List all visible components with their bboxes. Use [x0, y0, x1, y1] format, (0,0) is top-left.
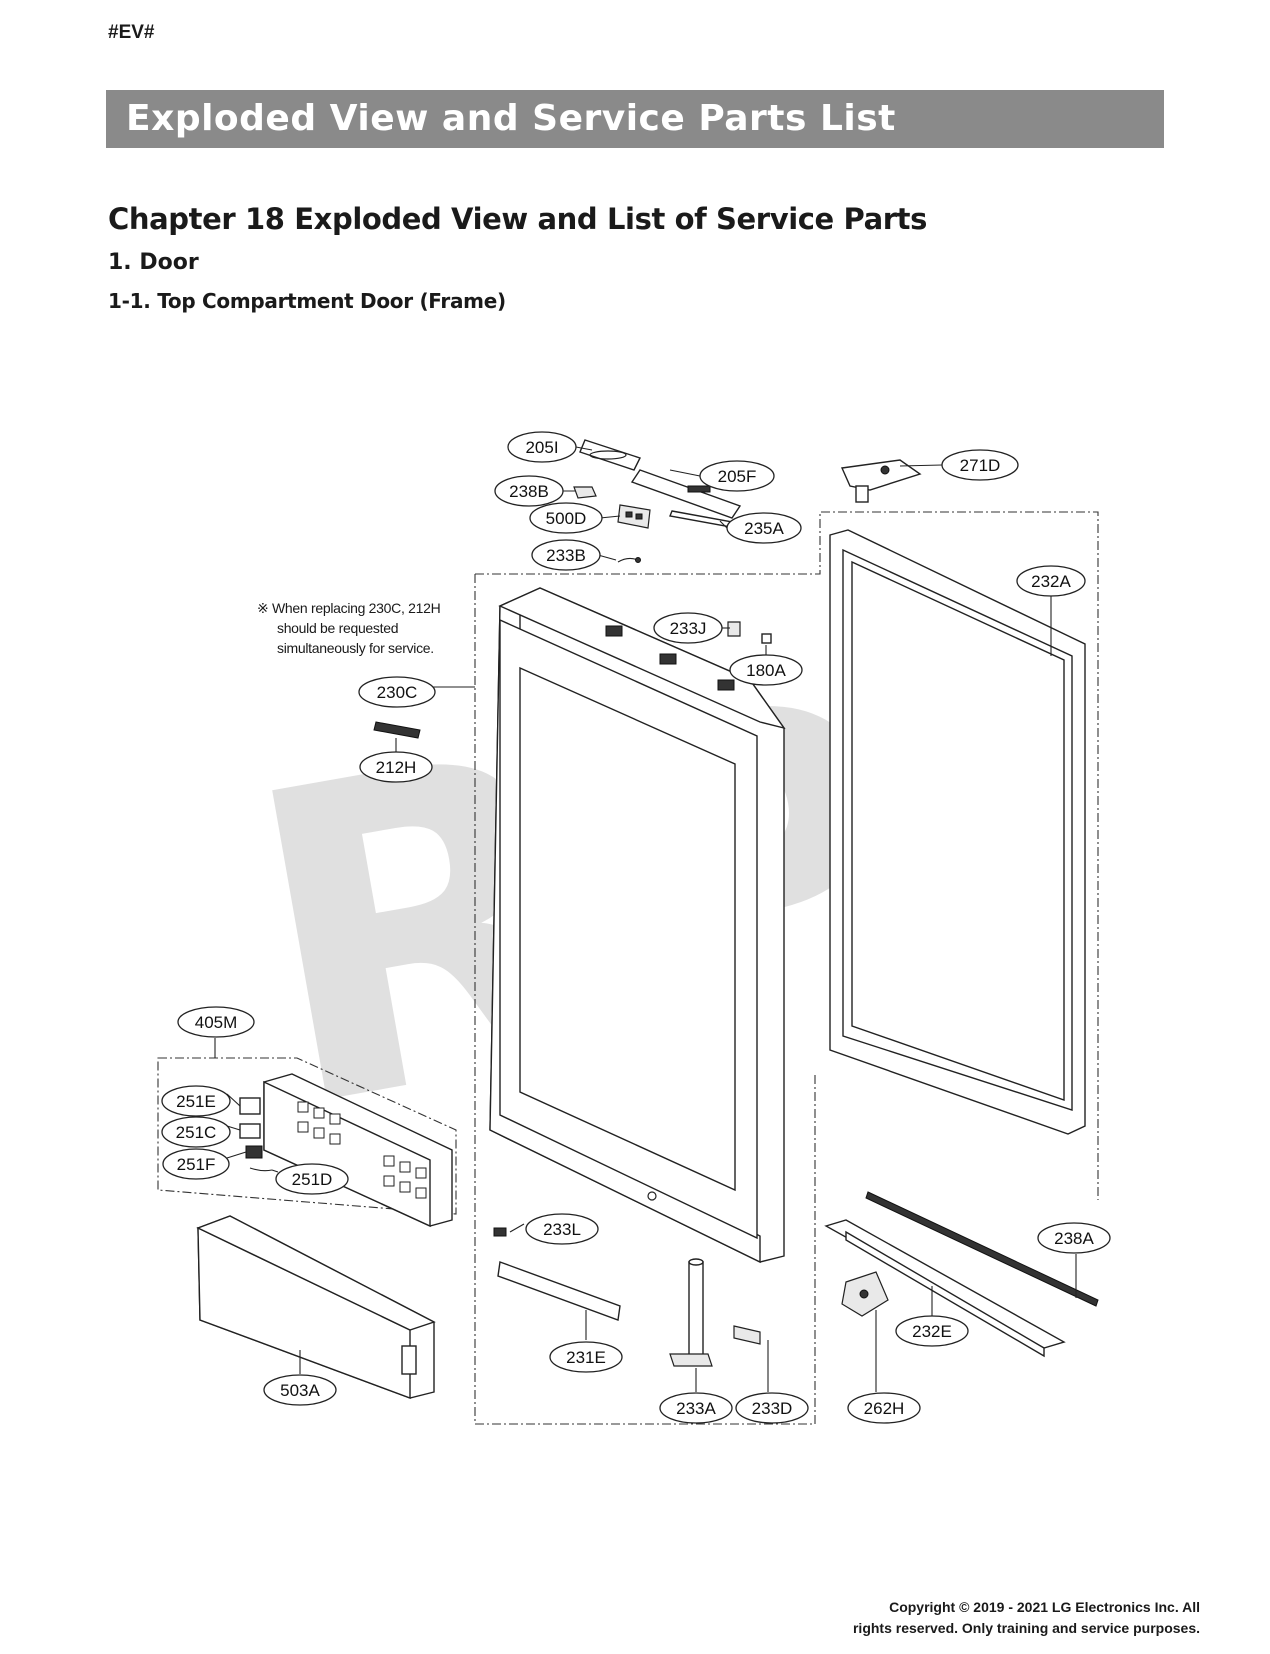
section-heading: 1. Door [108, 250, 199, 275]
callout-405M[interactable]: 405M [177, 1006, 255, 1038]
door-frame-230C [489, 587, 786, 1264]
handle-205F [630, 469, 742, 519]
callout-238A[interactable]: 238A [1037, 1222, 1111, 1254]
svg-text:231E: 231E [566, 1348, 606, 1367]
callout-232E[interactable]: 232E [895, 1315, 969, 1347]
svg-text:205F: 205F [718, 467, 757, 486]
connector-251E [239, 1097, 261, 1115]
callout-233D[interactable]: 233D [735, 1392, 809, 1424]
callout-205I[interactable]: 205I [507, 431, 577, 463]
door-assembly-boundary [475, 511, 1099, 1200]
callout-233A[interactable]: 233A [659, 1392, 733, 1424]
magnet-180A [761, 633, 772, 644]
wire-233B [617, 557, 641, 563]
gasket-strip-238A [865, 1191, 1099, 1307]
bracket-233J [727, 621, 741, 637]
copyright-line-2: rights reserved. Only training and servi… [852, 1620, 1200, 1636]
svg-text:233L: 233L [543, 1220, 581, 1239]
housing-503A [196, 1215, 436, 1400]
svg-text:233B: 233B [546, 546, 586, 565]
document-tag: #EV# [108, 22, 155, 43]
svg-text:251C: 251C [176, 1123, 217, 1142]
svg-text:180A: 180A [746, 661, 786, 680]
copyright-notice: Copyright © 2019 - 2021 LG Electronics I… [853, 1597, 1200, 1639]
handle-cover-205I [579, 439, 641, 471]
callout-232A[interactable]: 232A [1016, 565, 1086, 597]
svg-text:212H: 212H [376, 758, 417, 777]
callout-180A[interactable]: 180A [729, 654, 803, 686]
callout-233L[interactable]: 233L [525, 1213, 599, 1245]
svg-text:500D: 500D [546, 509, 587, 528]
sensor-238B [573, 486, 597, 499]
callout-235A[interactable]: 235A [726, 512, 802, 544]
callout-251D[interactable]: 251D [275, 1163, 349, 1195]
service-note-line-1: ※ When replacing 230C, 212H [257, 600, 441, 616]
hinge-271D [840, 459, 922, 503]
clip-233L [493, 1227, 507, 1237]
svg-text:251F: 251F [177, 1155, 216, 1174]
section-banner: Exploded View and Service Parts List [106, 90, 1164, 148]
callout-262H[interactable]: 262H [847, 1392, 921, 1424]
callout-231E[interactable]: 231E [549, 1341, 623, 1373]
wire-251D [249, 1167, 273, 1172]
svg-text:238A: 238A [1054, 1229, 1094, 1248]
service-note-line-3: simultaneously for service. [277, 640, 434, 656]
svg-text:271D: 271D [960, 456, 1001, 475]
svg-text:405M: 405M [195, 1013, 238, 1032]
svg-text:238B: 238B [509, 482, 549, 501]
callout-230C[interactable]: 230C [358, 676, 436, 708]
door-gasket-232A [829, 529, 1086, 1135]
callout-205F[interactable]: 205F [699, 460, 775, 492]
svg-text:232A: 232A [1031, 572, 1071, 591]
callout-238B[interactable]: 238B [494, 475, 564, 507]
banner-title: Exploded View and Service Parts List [126, 98, 896, 139]
connector-251C [239, 1123, 261, 1139]
svg-text:251E: 251E [176, 1092, 216, 1111]
svg-text:230C: 230C [377, 683, 418, 702]
svg-text:232E: 232E [912, 1322, 952, 1341]
callout-233J[interactable]: 233J [653, 612, 723, 644]
svg-text:262H: 262H [864, 1399, 905, 1418]
bracket-233D [733, 1325, 761, 1345]
callout-251E[interactable]: 251E [161, 1085, 231, 1117]
callout-212H[interactable]: 212H [359, 751, 433, 783]
callout-500D[interactable]: 500D [529, 502, 603, 534]
svg-text:233J: 233J [670, 619, 707, 638]
subsection-heading: 1-1. Top Compartment Door (Frame) [108, 289, 506, 313]
svg-text:233A: 233A [676, 1399, 716, 1418]
lower-trim-232E [824, 1219, 1066, 1358]
chapter-heading: Chapter 18 Exploded View and List of Ser… [108, 202, 927, 236]
callout-503A[interactable]: 503A [263, 1374, 337, 1406]
connector-251F [245, 1145, 263, 1159]
callout-233B[interactable]: 233B [531, 539, 601, 571]
label-212H [373, 721, 421, 739]
svg-text:235A: 235A [744, 519, 784, 538]
svg-text:205I: 205I [525, 438, 558, 457]
service-note: ※ When replacing 230C, 212H should be re… [257, 598, 441, 658]
pcb-500D [617, 504, 651, 529]
svg-text:251D: 251D [292, 1170, 333, 1189]
control-module-405M [263, 1073, 453, 1228]
svg-text:233D: 233D [752, 1399, 793, 1418]
callout-271D[interactable]: 271D [941, 449, 1019, 481]
copyright-line-1: Copyright © 2019 - 2021 LG Electronics I… [889, 1599, 1200, 1615]
service-note-line-2: should be requested [277, 620, 399, 636]
trim-231E [497, 1261, 621, 1321]
hinge-262H [841, 1271, 889, 1317]
callout-251C[interactable]: 251C [161, 1116, 231, 1148]
svg-text:503A: 503A [280, 1381, 320, 1400]
door-lower-boundary [474, 574, 816, 1425]
module-405M-boundary [157, 1057, 457, 1215]
hinge-pin-233A [669, 1258, 713, 1367]
callout-251F[interactable]: 251F [162, 1148, 230, 1180]
